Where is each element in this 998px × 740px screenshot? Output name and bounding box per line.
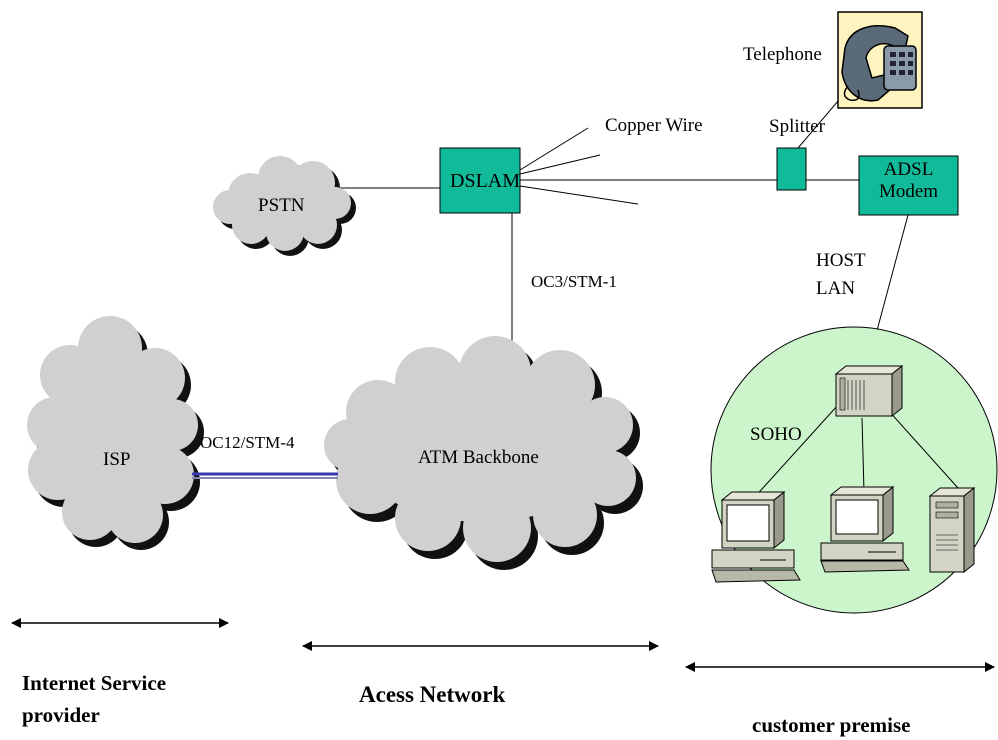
copper-fan-1 — [519, 127, 589, 171]
desktop-computer-icon — [820, 485, 910, 573]
desktop-computer-icon — [711, 490, 801, 583]
isp-section-label-line1: Internet Service — [22, 671, 167, 695]
oc12-label: OC12/STM-4 — [200, 433, 295, 452]
copper-fan-2 — [519, 154, 601, 175]
soho-links — [751, 404, 959, 501]
soho-label: SOHO — [750, 424, 802, 445]
adsl-modem-label: ADSL Modem — [859, 159, 958, 203]
adsl-modem-line1: ADSL — [883, 159, 934, 180]
copper-wire-label: Copper Wire — [605, 115, 703, 136]
isp-label: ISP — [103, 449, 131, 470]
host-lan-label-line2: LAN — [816, 278, 856, 299]
tower-computer-icon — [928, 486, 976, 574]
atm-backbone-cloud — [324, 336, 643, 570]
adsl-modem-box — [858, 155, 959, 216]
adsl-modem-line2: Modem — [878, 181, 939, 202]
isp-section-label-line2: provider — [22, 703, 100, 727]
splitter-label: Splitter — [769, 116, 825, 137]
copper-fan-3 — [519, 185, 639, 205]
telephone-label: Telephone — [743, 44, 822, 65]
access-section-label: Acess Network — [359, 682, 506, 707]
links — [336, 65, 909, 365]
isp-cloud — [27, 316, 204, 550]
host-lan-label-line1: HOST — [816, 250, 866, 271]
atm-backbone-label: ATM Backbone — [418, 447, 539, 468]
server-icon — [834, 364, 904, 418]
dslam-label: DSLAM — [450, 170, 521, 192]
splitter-box — [776, 147, 807, 191]
dslam-box — [439, 147, 521, 214]
customer-section-label: customer premise — [752, 713, 911, 737]
pstn-label: PSTN — [258, 195, 305, 216]
double-arrow-icon — [11, 618, 995, 672]
telephone-icon — [837, 11, 923, 109]
pstn-cloud — [213, 156, 356, 256]
oc3-label: OC3/STM-1 — [531, 272, 617, 291]
isp-atm-trunk — [192, 472, 338, 479]
